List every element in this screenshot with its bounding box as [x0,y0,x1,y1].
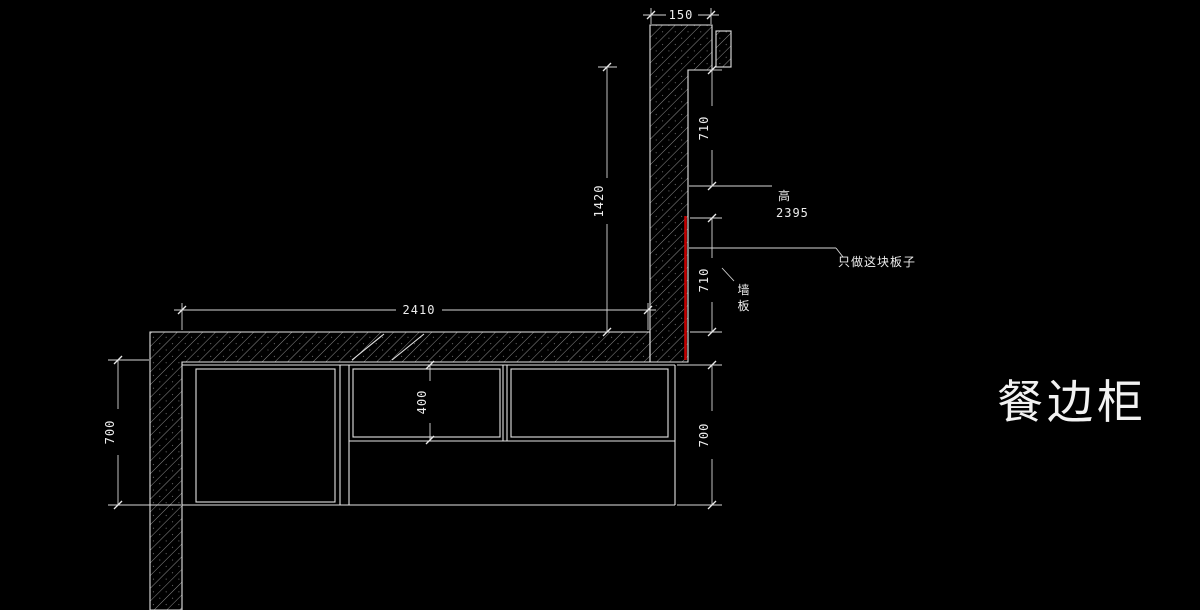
dim-text-700-left: 700 [103,420,117,445]
cabinet-left-door [195,368,336,503]
wall-hatch [649,24,713,363]
dim-beam-width: 150 [643,8,719,24]
counter-and-left-wall [149,331,651,610]
label-wall-panel: 墙 板 [721,267,750,313]
label-board-note: 只做这块板子 [689,247,916,269]
dim-wall-height-above-counter: 1420 [592,62,617,337]
dim-tick [706,10,716,20]
board-note-text: 只做这块板子 [838,254,916,269]
wall-section [649,24,732,363]
label-overall-height: 高 2395 [689,185,809,220]
dim-tick [602,327,612,337]
dim-tick [602,62,612,72]
dim-tick [707,65,717,75]
wall-panel-char2: 板 [737,299,750,313]
dim-counter-length: 2410 [174,303,656,330]
dim-tick [177,305,187,315]
dim-tick [643,305,653,315]
dim-tick [646,10,656,20]
dim-tick [425,435,435,445]
dim-text-150: 150 [669,8,694,22]
dim-upper-cabinet-inner-height: 400 [415,360,435,445]
leader-line [721,267,735,282]
dim-panel-height: 710 [690,213,722,337]
dim-cabinet-height-left: 700 [103,355,181,510]
counter-slab-hatch [149,331,651,610]
height-value-text: 2395 [776,206,809,220]
dim-text-710-upper: 710 [697,116,711,141]
slab-break-mark [391,333,425,361]
drawing-title: 餐边柜 [997,375,1147,429]
dim-tick [425,360,435,370]
height-prefix-text: 高 [778,188,791,203]
slab-break-mark [351,333,385,361]
dim-cabinet-height-right: 700 [677,360,722,510]
dim-tick [113,500,123,510]
dim-tick [707,213,717,223]
wall-panel-char1: 墙 [737,283,750,297]
dim-tick [707,327,717,337]
dim-text-710-panel: 710 [697,268,711,293]
dim-text-700-right: 700 [697,423,711,448]
dim-text-400: 400 [415,390,429,415]
dim-text-1420: 1420 [592,185,606,218]
dim-upper-panel-height: 710 [697,65,722,191]
dim-text-2410: 2410 [403,303,436,317]
dim-tick [113,355,123,365]
beam-end-block [715,30,732,68]
cabinet-right-compartment [510,368,669,438]
leader-line [835,247,844,258]
dim-tick [707,360,717,370]
dim-tick [707,500,717,510]
cabinet [182,364,676,506]
